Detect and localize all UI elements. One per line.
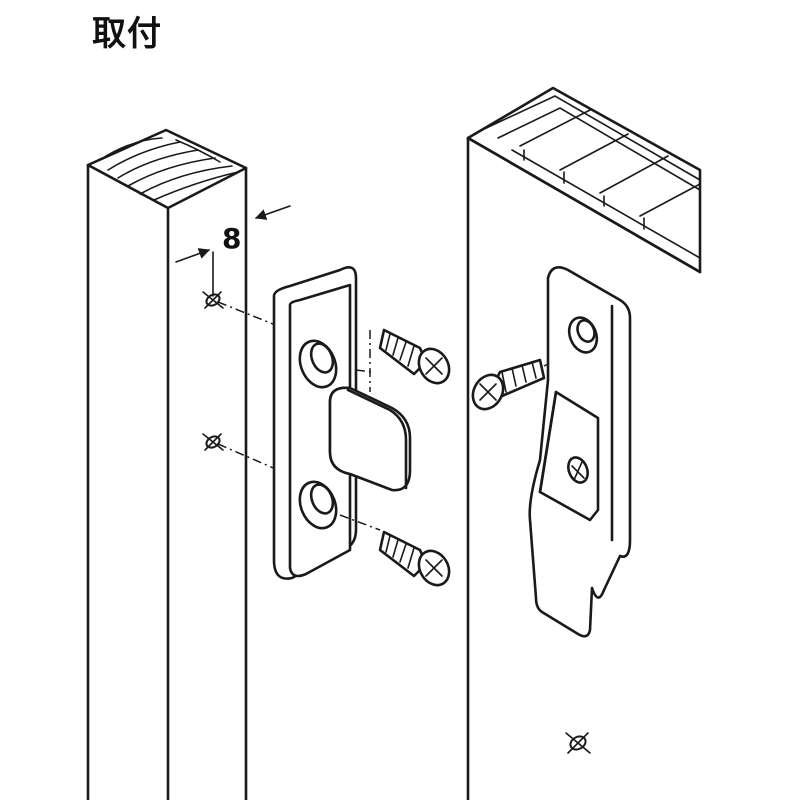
pilot-hole-door [565,732,591,754]
striker-hook [528,266,632,638]
catch-plate-hole-lower [298,480,338,530]
page-title: 取付 [92,14,162,54]
wood-grain [99,137,239,201]
screw-upper-right [378,328,451,385]
dimension-label: 8 [222,222,241,255]
catch-plate-hole-upper [298,339,338,389]
wooden-post [86,128,248,800]
dimension-8mm: 8 [175,205,291,297]
screw-leader-upper [355,369,373,373]
pilot-hole-lower [202,433,224,451]
screw-leader-lower [339,514,381,531]
centerline-upper [217,301,279,327]
screw-lower-right [378,530,451,587]
pilot-hole-upper [202,291,224,309]
catch-tongue [328,386,412,492]
catch-plate [272,266,412,580]
centerline-lower [217,443,279,471]
screw-door [471,347,583,411]
cabinet-door [466,86,702,800]
